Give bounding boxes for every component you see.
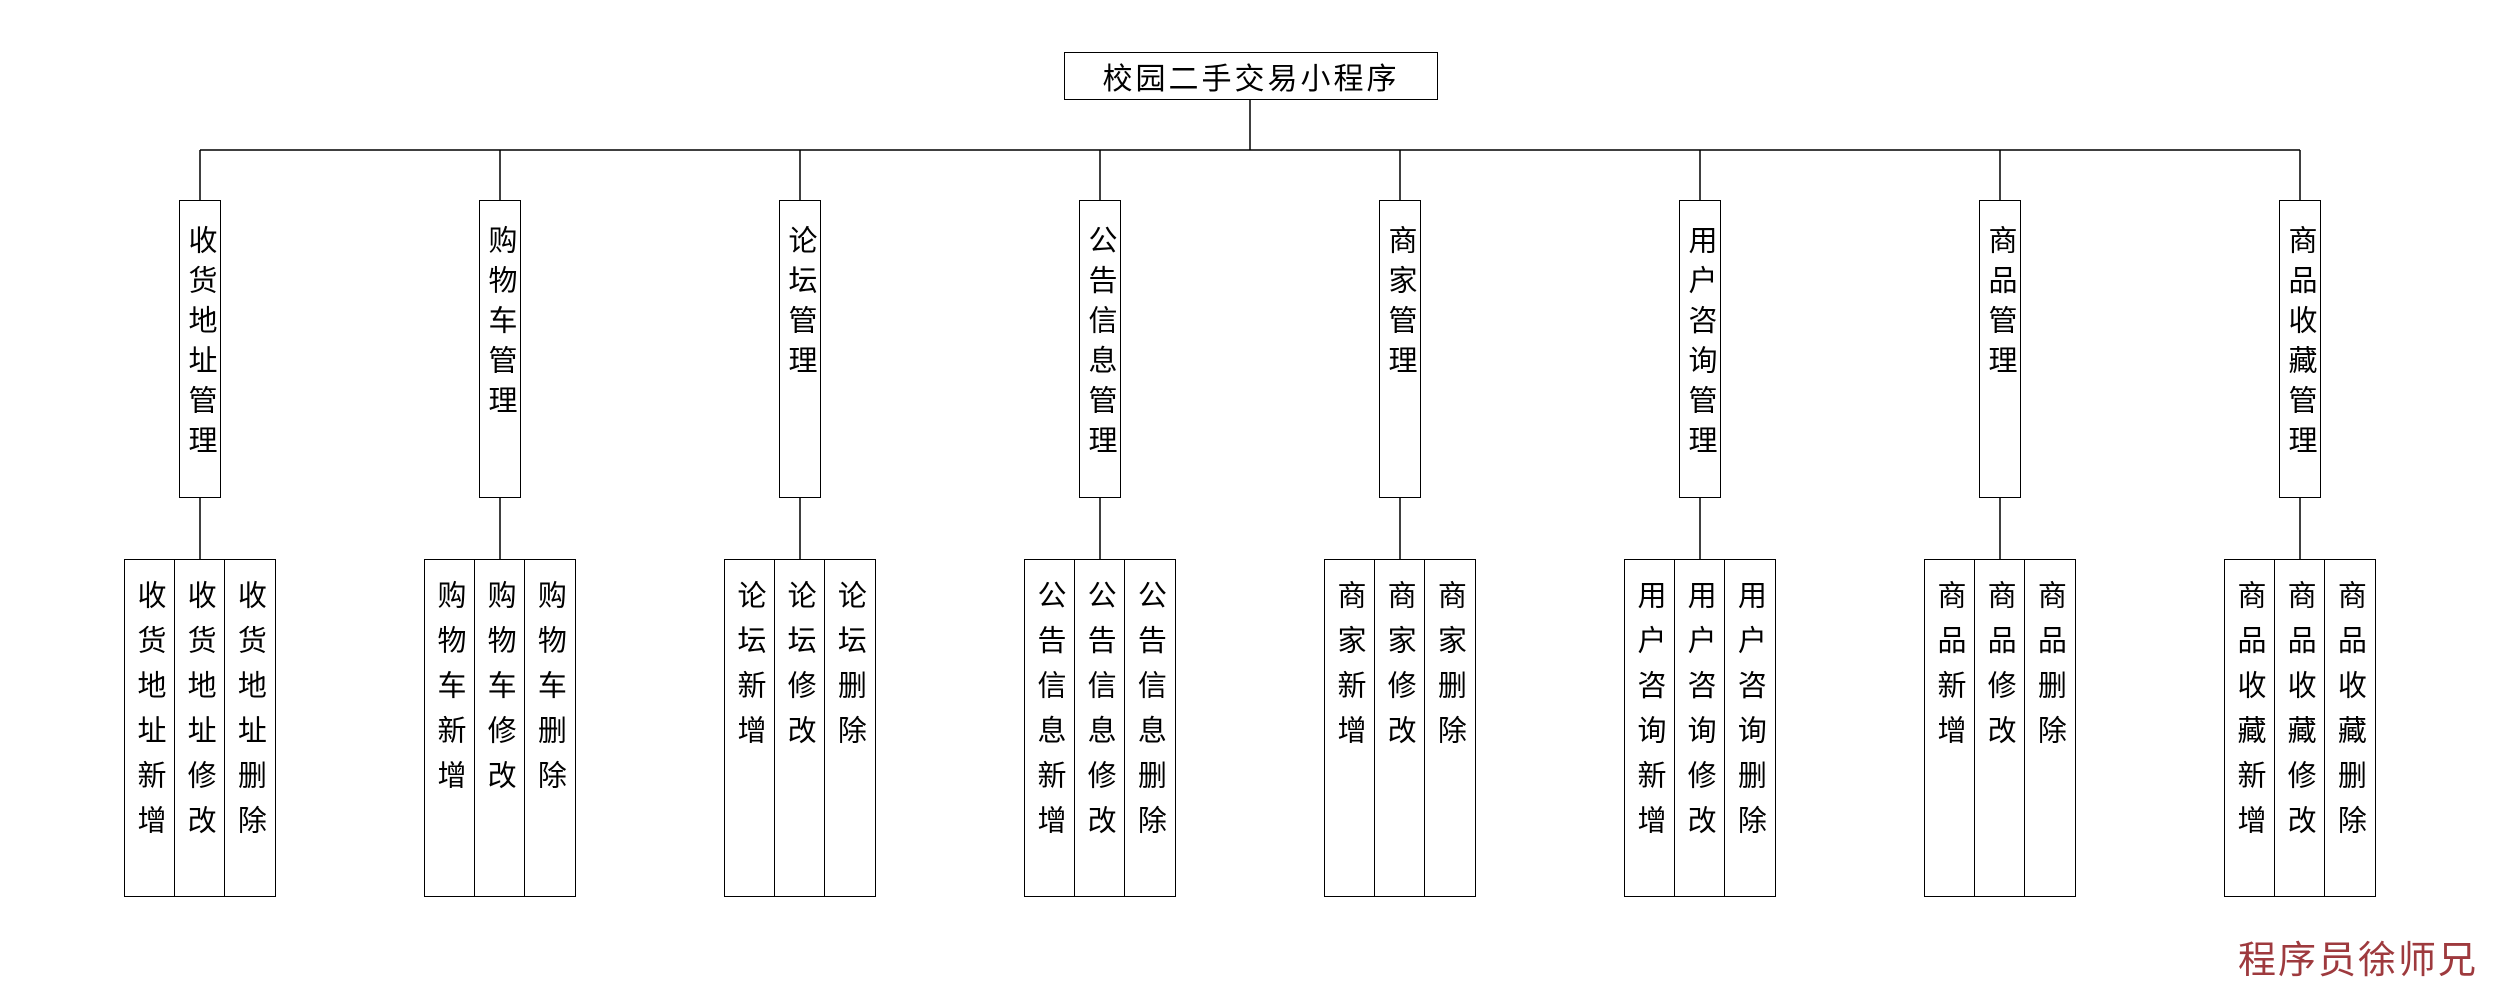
- leaf-row: 商品收藏新增 商品收藏修改 商品收藏删除: [2224, 559, 2377, 897]
- leaf-node-delete: 用户咨询删除: [1724, 559, 1777, 897]
- leaf-node-delete: 论坛删除: [824, 559, 877, 897]
- branch-group: 用户咨询管理 用户咨询新增 用户咨询修改 用户咨询删除: [1624, 150, 1777, 910]
- leaf-node-edit: 公告信息修改: [1074, 559, 1126, 897]
- branch-node: 商品收藏管理: [2279, 200, 2321, 498]
- branch-group: 商品收藏管理 商品收藏新增 商品收藏修改 商品收藏删除: [2224, 150, 2377, 910]
- branch-node: 商品管理: [1979, 200, 2021, 498]
- leaf-row: 论坛新增 论坛修改 论坛删除: [724, 559, 877, 897]
- leaf-node-edit: 商品修改: [1974, 559, 2026, 897]
- branch-group: 商家管理 商家新增 商家修改 商家删除: [1324, 150, 1477, 910]
- branch-group: 收货地址管理 收货地址新增 收货地址修改 收货地址删除: [124, 150, 277, 910]
- branch-node: 论坛管理: [779, 200, 821, 498]
- leaf-node-delete: 购物车删除: [524, 559, 577, 897]
- leaf-row: 收货地址新增 收货地址修改 收货地址删除: [124, 559, 277, 897]
- branch-node: 购物车管理: [479, 200, 521, 498]
- leaf-row: 用户咨询新增 用户咨询修改 用户咨询删除: [1624, 559, 1777, 897]
- leaf-node-add: 购物车新增: [424, 559, 476, 897]
- branch-group: 公告信息管理 公告信息新增 公告信息修改 公告信息删除: [1024, 150, 1177, 910]
- leaf-node-add: 收货地址新增: [124, 559, 176, 897]
- branch-group: 购物车管理 购物车新增 购物车修改 购物车删除: [424, 150, 577, 910]
- leaf-node-delete: 商品收藏删除: [2324, 559, 2377, 897]
- leaf-node-add: 论坛新增: [724, 559, 776, 897]
- branch-group: 论坛管理 论坛新增 论坛修改 论坛删除: [724, 150, 877, 910]
- leaf-node-edit: 论坛修改: [774, 559, 826, 897]
- leaf-row: 商品新增 商品修改 商品删除: [1924, 559, 2077, 897]
- leaf-node-delete: 收货地址删除: [224, 559, 277, 897]
- leaf-node-delete: 商品删除: [2024, 559, 2077, 897]
- leaf-node-add: 公告信息新增: [1024, 559, 1076, 897]
- leaf-node-edit: 商品收藏修改: [2274, 559, 2326, 897]
- branch-node: 公告信息管理: [1079, 200, 1121, 498]
- leaf-node-add: 商家新增: [1324, 559, 1376, 897]
- leaf-row: 购物车新增 购物车修改 购物车删除: [424, 559, 577, 897]
- root-node: 校园二手交易小程序: [1064, 52, 1438, 100]
- leaf-node-add: 商品新增: [1924, 559, 1976, 897]
- leaf-node-add: 商品收藏新增: [2224, 559, 2276, 897]
- leaf-node-edit: 用户咨询修改: [1674, 559, 1726, 897]
- leaf-node-edit: 收货地址修改: [174, 559, 226, 897]
- leaf-row: 商家新增 商家修改 商家删除: [1324, 559, 1477, 897]
- leaf-node-edit: 商家修改: [1374, 559, 1426, 897]
- branch-group: 商品管理 商品新增 商品修改 商品删除: [1924, 150, 2077, 910]
- leaf-node-edit: 购物车修改: [474, 559, 526, 897]
- branch-node: 商家管理: [1379, 200, 1421, 498]
- leaf-row: 公告信息新增 公告信息修改 公告信息删除: [1024, 559, 1177, 897]
- leaf-node-delete: 商家删除: [1424, 559, 1477, 897]
- branch-node: 用户咨询管理: [1679, 200, 1721, 498]
- leaf-node-delete: 公告信息删除: [1124, 559, 1177, 897]
- watermark-text: 程序员徐师兄: [2238, 940, 2479, 982]
- branch-node: 收货地址管理: [179, 200, 221, 498]
- leaf-node-add: 用户咨询新增: [1624, 559, 1676, 897]
